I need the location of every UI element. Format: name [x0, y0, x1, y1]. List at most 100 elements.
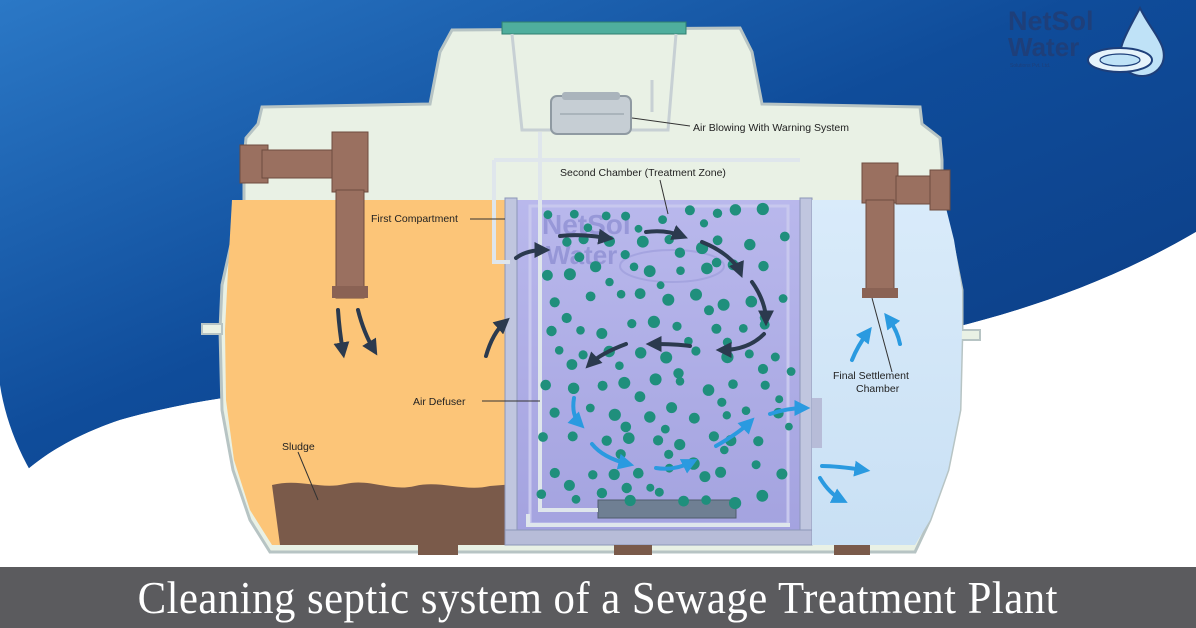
air-bubble — [634, 391, 646, 403]
treatment-zone — [512, 200, 808, 545]
air-bubble — [688, 412, 700, 424]
air-bubble — [649, 373, 662, 386]
air-bubble — [644, 411, 656, 423]
air-bubble — [699, 219, 709, 228]
flow-arrow-icon — [750, 280, 774, 327]
air-bubble — [757, 363, 769, 375]
flow-arrow-icon — [818, 476, 848, 503]
air-bubble — [623, 432, 635, 445]
flow-arrow-icon — [884, 312, 902, 346]
air-bubble — [660, 351, 673, 364]
air-bubble — [633, 467, 644, 479]
air-bubble — [647, 315, 661, 328]
air-bubble — [658, 215, 667, 225]
air-bubble — [678, 495, 689, 507]
sludge-layer — [272, 482, 515, 545]
treatment-zone-right-wall — [799, 197, 813, 546]
flow-arrow-icon — [590, 442, 635, 470]
air-bubble — [554, 346, 564, 355]
air-bubble — [745, 295, 758, 308]
flow-arrow-icon — [644, 225, 688, 240]
air-bubble — [760, 380, 770, 390]
air-bubble — [675, 377, 685, 386]
air-bubble — [624, 494, 636, 507]
inlet-pipe-icon — [239, 131, 369, 299]
air-bubble — [778, 294, 788, 303]
air-bubble — [618, 376, 631, 389]
logo-tagline: Solutions Pvt. Ltd. — [1010, 63, 1050, 69]
flow-arrow-icon — [645, 336, 692, 353]
flow-arrow-icon — [654, 459, 698, 474]
flow-arrow-icon — [850, 326, 872, 362]
air-bubble — [569, 209, 579, 219]
air-bubble — [728, 379, 738, 390]
flow-arrow-icon — [820, 460, 871, 477]
air-bubble — [701, 495, 711, 505]
air-bubble — [588, 470, 598, 480]
air-bubble — [664, 449, 674, 459]
air-bubble — [615, 449, 626, 460]
air-bubble — [654, 487, 664, 497]
air-bubble — [690, 288, 702, 301]
page-title: Cleaning septic system of a Sewage Treat… — [137, 572, 1059, 623]
label-air-defuser: Air Defuser — [413, 396, 466, 408]
air-bubble — [712, 208, 723, 218]
flow-arrow-icon — [333, 308, 350, 359]
air-bubble — [597, 380, 608, 391]
flow-arrow-icon — [484, 317, 510, 358]
label-first-compartment: First Compartment — [371, 213, 458, 225]
tank-foot-right — [834, 545, 870, 555]
air-bubble — [549, 467, 560, 479]
label-final-settlement-line2: Chamber — [856, 383, 900, 395]
air-bubble — [715, 466, 727, 478]
air-bubble — [590, 261, 602, 273]
air-bubble — [601, 211, 611, 221]
air-bubble — [546, 325, 557, 337]
air-bubble — [615, 361, 624, 371]
air-bubble — [753, 436, 764, 447]
air-bubble — [583, 223, 593, 232]
flow-arrow-icon — [514, 242, 551, 260]
air-bubble — [674, 439, 686, 451]
air-bubble — [549, 297, 560, 308]
label-final-settlement-line1: Final Settlement — [833, 370, 909, 382]
air-bubble — [712, 235, 723, 246]
left-lug — [201, 323, 223, 335]
air-bubble — [563, 479, 575, 491]
title-banner: Cleaning septic system of a Sewage Treat… — [0, 567, 1196, 628]
flow-arrow-icon — [700, 240, 744, 278]
air-bubble — [636, 235, 649, 248]
treatment-zone-left-wall — [504, 197, 518, 546]
air-bubble — [643, 265, 656, 278]
air-bubble — [720, 445, 729, 455]
air-bubble — [660, 424, 670, 434]
air-bubble — [684, 205, 695, 216]
septic-tank — [201, 26, 981, 555]
air-bubble — [721, 351, 734, 364]
air-bubble — [566, 359, 578, 370]
air-bubble — [676, 266, 685, 276]
flow-arrow-icon — [558, 228, 615, 245]
hatch-cover — [501, 21, 687, 35]
air-bubble — [738, 324, 748, 333]
right-lug — [959, 329, 981, 341]
air-bubble — [744, 349, 754, 359]
treatment-zone-floor — [504, 529, 813, 546]
air-bubble — [620, 421, 632, 433]
diagram-labels: Air Blowing With Warning System Second C… — [282, 122, 909, 453]
air-bubble — [567, 382, 580, 394]
air-bubble — [576, 326, 585, 335]
outlet-pipe-icon — [861, 162, 951, 298]
air-bubble — [702, 384, 715, 396]
air-bubble — [691, 346, 701, 356]
air-bubble — [646, 483, 655, 492]
air-bubble — [662, 293, 675, 306]
air-bubble — [635, 347, 647, 359]
air-bubble — [717, 397, 727, 407]
air-bubble — [574, 252, 585, 263]
air-bubble — [729, 497, 742, 510]
label-second-chamber: Second Chamber (Treatment Zone) — [560, 167, 726, 179]
air-bubble — [664, 234, 674, 245]
air-bubble — [758, 260, 769, 272]
flow-arrow-icon — [714, 417, 755, 448]
